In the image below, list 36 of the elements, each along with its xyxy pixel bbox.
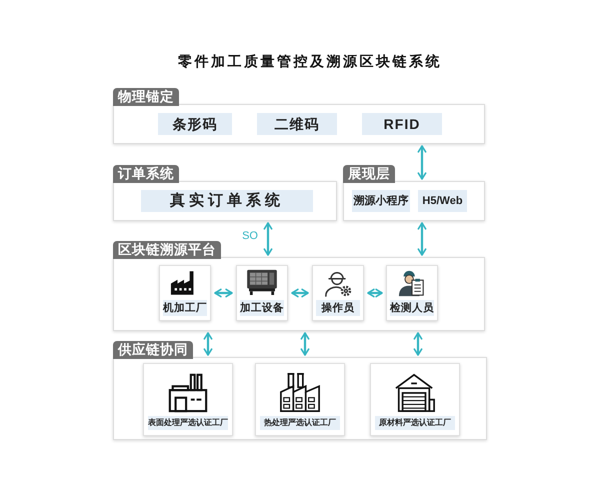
double-arrow — [300, 332, 310, 356]
section-tab: 供应链协同 — [113, 341, 193, 359]
card-label: 表面处理严选认证工厂 — [148, 416, 228, 430]
entity-card — [255, 363, 345, 436]
card-label: 检测人员 — [390, 300, 434, 316]
entity-card — [370, 363, 460, 436]
section-tab: 展现层 — [343, 165, 395, 183]
entity-card — [386, 265, 438, 321]
card-label: 操作员 — [316, 300, 360, 316]
card-label: 机加工厂 — [163, 300, 207, 316]
item-box: 二维码 — [257, 113, 337, 135]
entity-card — [312, 265, 364, 321]
section-tab: 订单系统 — [113, 165, 179, 183]
item-box: RFID — [362, 113, 442, 135]
double-arrow — [204, 332, 212, 356]
section-tab: 区块链溯源平台 — [113, 241, 221, 259]
card-label: 原材料严选认证工厂 — [375, 416, 455, 430]
item-box: H5/Web — [418, 190, 467, 212]
double-arrow — [414, 332, 422, 356]
edge-label: SO — [241, 230, 259, 242]
entity-card — [143, 363, 233, 436]
double-arrow — [367, 288, 383, 298]
card-label: 加工设备 — [240, 300, 284, 316]
item-box: 真实订单系统 — [141, 190, 313, 212]
section-tab: 物理锚定 — [113, 88, 179, 106]
entity-card — [236, 265, 288, 321]
double-arrow — [418, 145, 426, 180]
card-label: 热处理严选认证工厂 — [260, 416, 340, 430]
item-box: 条形码 — [158, 113, 232, 135]
entity-card — [159, 265, 211, 321]
double-arrow — [214, 288, 233, 298]
double-arrow — [264, 222, 272, 256]
double-arrow — [291, 288, 309, 298]
item-box: 溯源小程序 — [352, 190, 410, 212]
title: 零件加工质量管控及溯源区块链系统 — [177, 53, 443, 71]
double-arrow — [418, 222, 426, 256]
